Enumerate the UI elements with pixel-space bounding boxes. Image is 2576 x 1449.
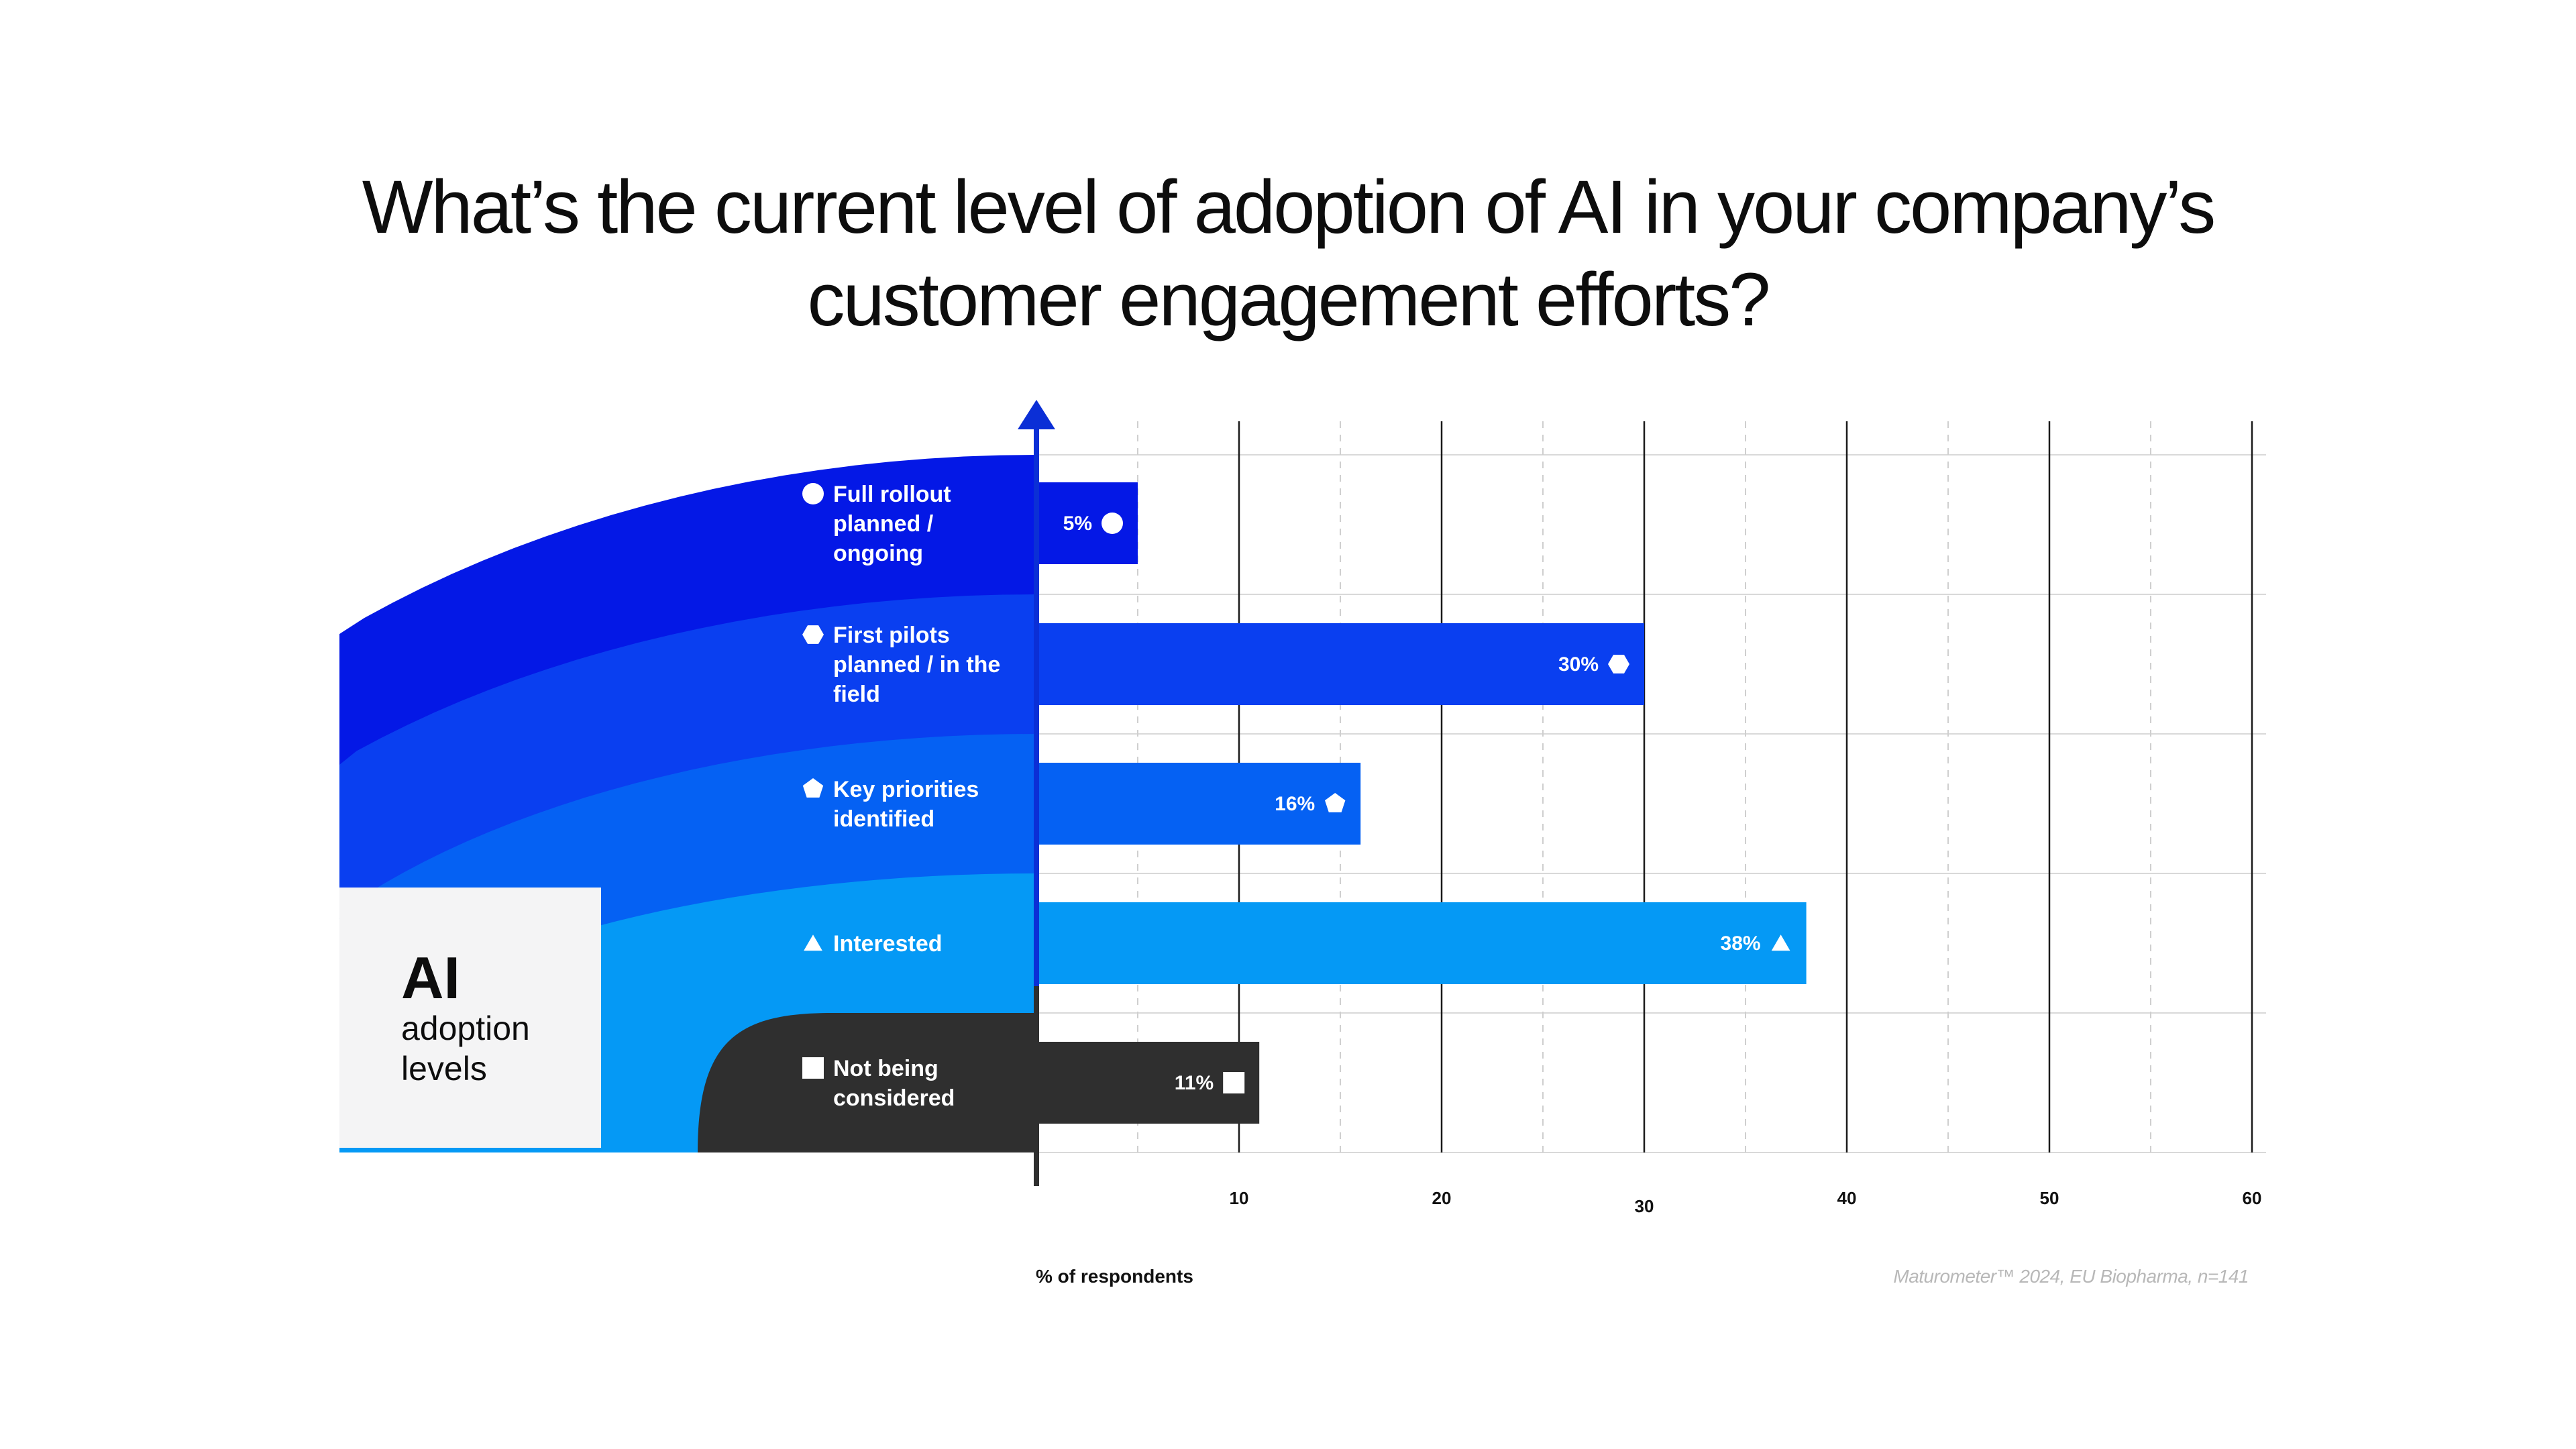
x-axis-label: % of respondents (1036, 1266, 1193, 1287)
category-marker-hexagon (802, 625, 824, 644)
x-tick-label: 30 (1635, 1196, 1654, 1216)
bar-value-label: 11% (1175, 1072, 1214, 1094)
bar-marker-hexagon (1608, 655, 1629, 674)
bar (1036, 902, 1807, 984)
category-label: considered (833, 1085, 955, 1111)
category-marker-circle (802, 483, 824, 504)
bar-marker-pentagon (1325, 793, 1346, 812)
category-label: Key priorities (833, 777, 979, 802)
bar-value-label: 16% (1275, 793, 1315, 815)
bar-marker-square (1223, 1072, 1245, 1093)
category-label: planned / (833, 511, 934, 537)
bar-value-label: 5% (1063, 513, 1092, 535)
x-tick-label: 20 (1432, 1188, 1452, 1208)
category-label: Full rollout (833, 482, 951, 507)
bar (1036, 623, 1644, 705)
chart-title: What’s the current level of adoption of … (0, 161, 2576, 346)
category-label: ongoing (833, 541, 923, 566)
category-label: planned / in the (833, 652, 1000, 678)
category-marker-triangle (804, 934, 822, 951)
legend-title: AI (401, 945, 460, 1011)
bar (1036, 763, 1361, 845)
category-label: field (833, 682, 880, 707)
bar-value-label: 30% (1558, 653, 1599, 676)
x-tick-label: 50 (2040, 1188, 2059, 1208)
bar (1036, 1042, 1260, 1124)
category-label: Not being (833, 1056, 938, 1081)
y-axis-arrow (1018, 400, 1055, 429)
category-marker-square (802, 1057, 824, 1079)
legend-subtitle: adoption levels (401, 1010, 530, 1087)
x-tick-label: 10 (1230, 1188, 1249, 1208)
category-label: identified (833, 806, 934, 832)
bar-marker-circle (1102, 513, 1123, 534)
legend-box: AI adoption levels (339, 888, 601, 1148)
source-note: Maturometer™ 2024, EU Biopharma, n=141 (1893, 1266, 2249, 1287)
arc-band (698, 1013, 1036, 1152)
x-tick-label: 60 (2243, 1188, 2262, 1208)
chart-title-line-1: What’s the current level of adoption of … (362, 165, 2216, 249)
category-label: First pilots (833, 623, 950, 648)
chart-title-line-2: customer engagement efforts? (807, 258, 1770, 341)
category-label: Interested (833, 931, 943, 957)
x-tick-label: 40 (1837, 1188, 1857, 1208)
bar-value-label: 38% (1721, 932, 1761, 955)
bar-marker-triangle (1771, 934, 1790, 951)
category-marker-pentagon (802, 778, 824, 798)
